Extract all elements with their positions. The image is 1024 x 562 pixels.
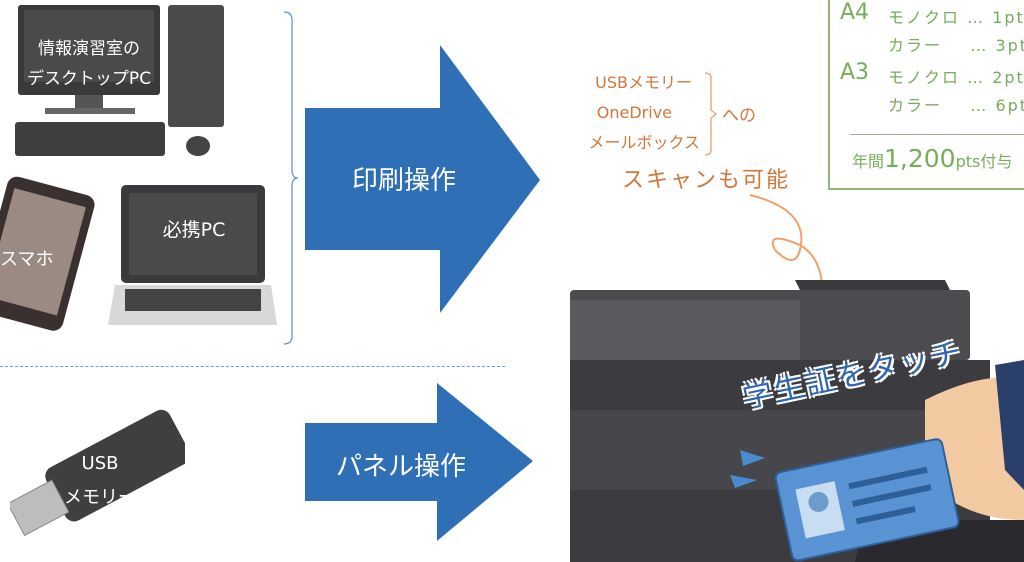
pricing-divider [850,134,1024,135]
cost: … 3pt [970,36,1024,55]
usb-label: USB メモリー [50,447,150,515]
scan-target-mailbox: メールボックス [588,133,700,152]
scan-caption: スキャンも可能 [622,168,791,193]
cost: … 1pt [967,8,1024,27]
phone-label: スマホ [0,249,54,270]
mode: モノクロ [888,8,961,27]
mode: モノクロ [888,68,961,87]
usb-memory-illustration [10,409,185,537]
desktop-label: 情報演習室の デスクトップPC [22,34,156,94]
price-row: カラー … 3pt [888,32,1024,56]
multifunction-printer-illustration [570,280,1024,562]
print-arrow [305,45,540,313]
mode: カラー [888,96,943,115]
cost: … 6pt [970,96,1024,115]
price-row: モノクロ … 2pt [888,64,1024,88]
size-a4: A4 [840,0,870,25]
price-row: カラー … 6pt [888,92,1024,116]
mode: カラー [888,36,943,55]
scan-bracket [704,72,718,156]
device-bracket [283,11,299,345]
price-row: モノクロ … 1pt [888,4,1024,28]
connector-curve [749,194,824,301]
size-a3: A3 [840,60,870,85]
desktop-pc-illustration [15,5,224,156]
cost: … 2pt [967,68,1024,87]
annual-points: 年間1,200pts付与 [852,144,1012,173]
pricing-box: A4 モノクロ … 1pt カラー … 3pt A3 モノクロ … 2pt カラ… [828,0,1024,190]
annual-amount: 1,200 [884,144,956,173]
scan-target-onedrive: OneDrive [596,103,672,122]
scan-target-usb: USBメモリー [595,73,692,92]
annual-suffix: pts付与 [955,152,1013,171]
print-operation-label: 印刷操作 [352,166,457,196]
annual-prefix: 年間 [852,152,885,171]
desktop-label-line1: 情報演習室の [38,39,140,59]
scan-suffix: への [722,106,756,126]
usb-label-line2: メモリー [64,487,136,508]
laptop-illustration [108,185,277,325]
panel-arrow [305,383,533,541]
smartphone-illustration [0,176,95,331]
usb-label-line1: USB [81,453,119,474]
desktop-label-line2: デスクトップPC [26,69,152,89]
laptop-label: 必携PC [162,219,226,241]
scan-target-list: USBメモリー OneDrive メールボックス [570,68,700,158]
section-divider [0,366,505,367]
panel-operation-label: パネル操作 [336,452,467,482]
